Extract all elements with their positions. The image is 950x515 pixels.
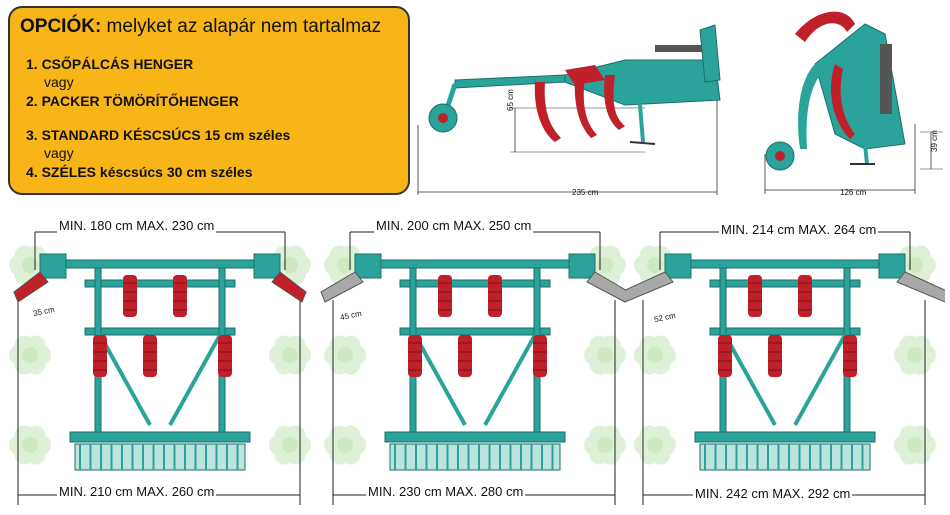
- top-width-label-3: MIN. 214 cm MAX. 264 cm: [719, 222, 879, 237]
- tine-icon: [93, 335, 107, 377]
- decor-flower-icon: [269, 335, 311, 375]
- rear-view-drawing: [764, 11, 943, 194]
- bottom-width-label-3: MIN. 242 cm MAX. 292 cm: [693, 486, 853, 501]
- tine-icon: [488, 275, 502, 317]
- bottom-width-label-2: MIN. 230 cm MAX. 280 cm: [366, 484, 526, 499]
- decor-flower-icon: [9, 335, 51, 375]
- decor-flower-icon: [634, 335, 676, 375]
- side-length-label: 235 cm: [572, 188, 599, 197]
- top-width-label-2: MIN. 200 cm MAX. 250 cm: [374, 218, 534, 233]
- options-title: OPCIÓK: melyket az alapár nem tartalmaz: [20, 16, 382, 37]
- option-1: 1. CSŐPÁLCÁS HENGER: [26, 56, 194, 72]
- option-or-2: vagy: [44, 145, 74, 161]
- tine-icon: [458, 335, 472, 377]
- tine-icon: [143, 335, 157, 377]
- rear-length-label: 126 cm: [840, 188, 867, 197]
- tine-icon: [218, 335, 232, 377]
- tine-icon: [768, 335, 782, 377]
- decor-flower-icon: [9, 425, 51, 465]
- option-or-1: vagy: [44, 74, 74, 90]
- top-view-variant-1: [9, 231, 311, 505]
- decor-flower-icon: [584, 425, 626, 465]
- rear-height-label: 39 cm: [930, 130, 939, 152]
- tine-icon: [843, 335, 857, 377]
- option-2: 2. PACKER TÖMÖRÍTŐHENGER: [26, 93, 239, 109]
- tine-icon: [748, 275, 762, 317]
- decor-flower-icon: [894, 335, 936, 375]
- tine-icon: [173, 275, 187, 317]
- side-depth-label: 65 cm: [506, 89, 515, 111]
- roller-icon: [69, 431, 251, 471]
- tine-icon: [718, 335, 732, 377]
- tine-icon: [798, 275, 812, 317]
- roller-icon: [384, 431, 566, 471]
- tine-icon: [533, 335, 547, 377]
- decor-flower-icon: [324, 335, 366, 375]
- top-view-variant-2: [320, 231, 630, 505]
- option-3: 3. STANDARD KÉSCSÚCS 15 cm széles: [26, 127, 291, 143]
- option-4: 4. SZÉLES késcsúcs 30 cm széles: [26, 164, 253, 180]
- decor-flower-icon: [634, 245, 676, 285]
- decor-flower-icon: [894, 425, 936, 465]
- options-panel: OPCIÓK: melyket az alapár nem tartalmaz …: [8, 6, 410, 195]
- tine-icon: [408, 335, 422, 377]
- top-view-variant-3: [625, 231, 945, 505]
- decor-flower-icon: [634, 425, 676, 465]
- roller-icon: [694, 431, 876, 471]
- top-width-label-1: MIN. 180 cm MAX. 230 cm: [57, 218, 217, 233]
- bottom-width-label-1: MIN. 210 cm MAX. 260 cm: [57, 484, 217, 499]
- decor-flower-icon: [269, 425, 311, 465]
- tine-icon: [438, 275, 452, 317]
- decor-flower-icon: [584, 335, 626, 375]
- side-view-drawing: [417, 24, 721, 195]
- tine-icon: [123, 275, 137, 317]
- decor-flower-icon: [324, 425, 366, 465]
